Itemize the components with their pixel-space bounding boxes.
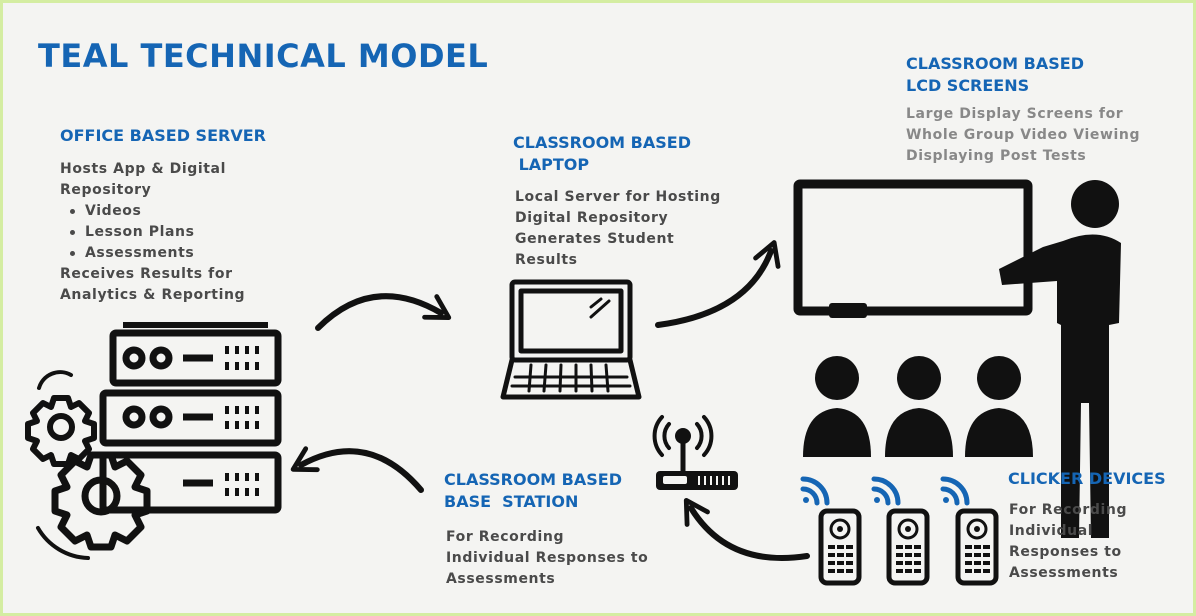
students-icon	[803, 356, 1033, 457]
base-station-desc-line2: Individual Responses to	[446, 550, 649, 566]
base-station-heading-line2: BASE STATION	[444, 492, 579, 511]
teacher-icon	[999, 180, 1121, 538]
arrow-laptop-to-board	[655, 240, 781, 328]
clickers-heading: CLICKER DEVICES	[1008, 469, 1166, 488]
diagram-illustrations	[25, 179, 1121, 586]
lcd-heading-line2: LCD SCREENS	[906, 76, 1030, 95]
base-station-icon	[652, 415, 738, 490]
laptop-desc-line1: Local Server for Hosting	[515, 189, 721, 205]
clickers-desc-line1: For Recording	[1009, 502, 1128, 518]
arrow-server-to-laptop	[315, 293, 452, 331]
clicker-device-icons	[818, 508, 999, 586]
clickers-desc-line2: Individual	[1009, 523, 1094, 539]
page-title: TEAL TECHNICAL MODEL	[38, 37, 489, 75]
gear-orbit-arc	[36, 370, 90, 560]
laptop-desc-line4: Results	[515, 252, 578, 268]
lcd-desc-line3: Displaying Post Tests	[906, 148, 1087, 164]
list-item: Videos	[70, 201, 195, 222]
arrow-base-to-server	[290, 446, 424, 493]
list-item-label: Lesson Plans	[85, 224, 195, 240]
base-station-desc-line3: Assessments	[446, 571, 556, 587]
whiteboard-icon	[793, 179, 1033, 318]
wifi-signal-icons	[800, 476, 970, 506]
office-server-content-list: Videos Lesson Plans Assessments	[70, 201, 195, 264]
diagram-canvas: TEAL TECHNICAL MODEL OFFICE BASED SERVER…	[3, 3, 1193, 613]
clickers-desc-line4: Assessments	[1009, 565, 1119, 581]
server-icon	[99, 322, 282, 514]
large-gear-icon	[51, 451, 151, 551]
arrow-clickers-to-base	[683, 497, 810, 561]
laptop-heading-line1: CLASSROOM BASED	[513, 133, 691, 152]
list-item: Lesson Plans	[70, 222, 195, 243]
base-station-heading-line1: CLASSROOM BASED	[444, 470, 622, 489]
office-server-heading: OFFICE BASED SERVER	[60, 126, 266, 145]
list-item-label: Videos	[85, 203, 142, 219]
clickers-desc-line3: Responses to	[1009, 544, 1122, 560]
bullet-icon	[70, 208, 75, 214]
list-item-label: Assessments	[85, 245, 195, 261]
office-server-desc-line4: Analytics & Reporting	[60, 287, 246, 303]
lcd-desc-line2: Whole Group Video Viewing	[906, 127, 1141, 143]
list-item: Assessments	[70, 243, 195, 264]
laptop-desc-line2: Digital Repository	[515, 210, 669, 226]
small-gear-icon	[25, 395, 97, 467]
laptop-desc-line3: Generates Student	[515, 231, 675, 247]
office-server-desc-line1: Hosts App & Digital	[60, 161, 226, 177]
laptop-icon	[500, 279, 642, 400]
bullet-icon	[70, 229, 75, 235]
laptop-heading-line2: LAPTOP	[513, 155, 590, 174]
base-station-desc-line1: For Recording	[446, 529, 565, 545]
lcd-desc-line1: Large Display Screens for	[906, 106, 1124, 122]
office-server-desc-line2: Repository	[60, 182, 152, 198]
lcd-heading-line1: CLASSROOM BASED	[906, 54, 1084, 73]
office-server-desc-line3: Receives Results for	[60, 266, 233, 282]
bullet-icon	[70, 250, 75, 256]
